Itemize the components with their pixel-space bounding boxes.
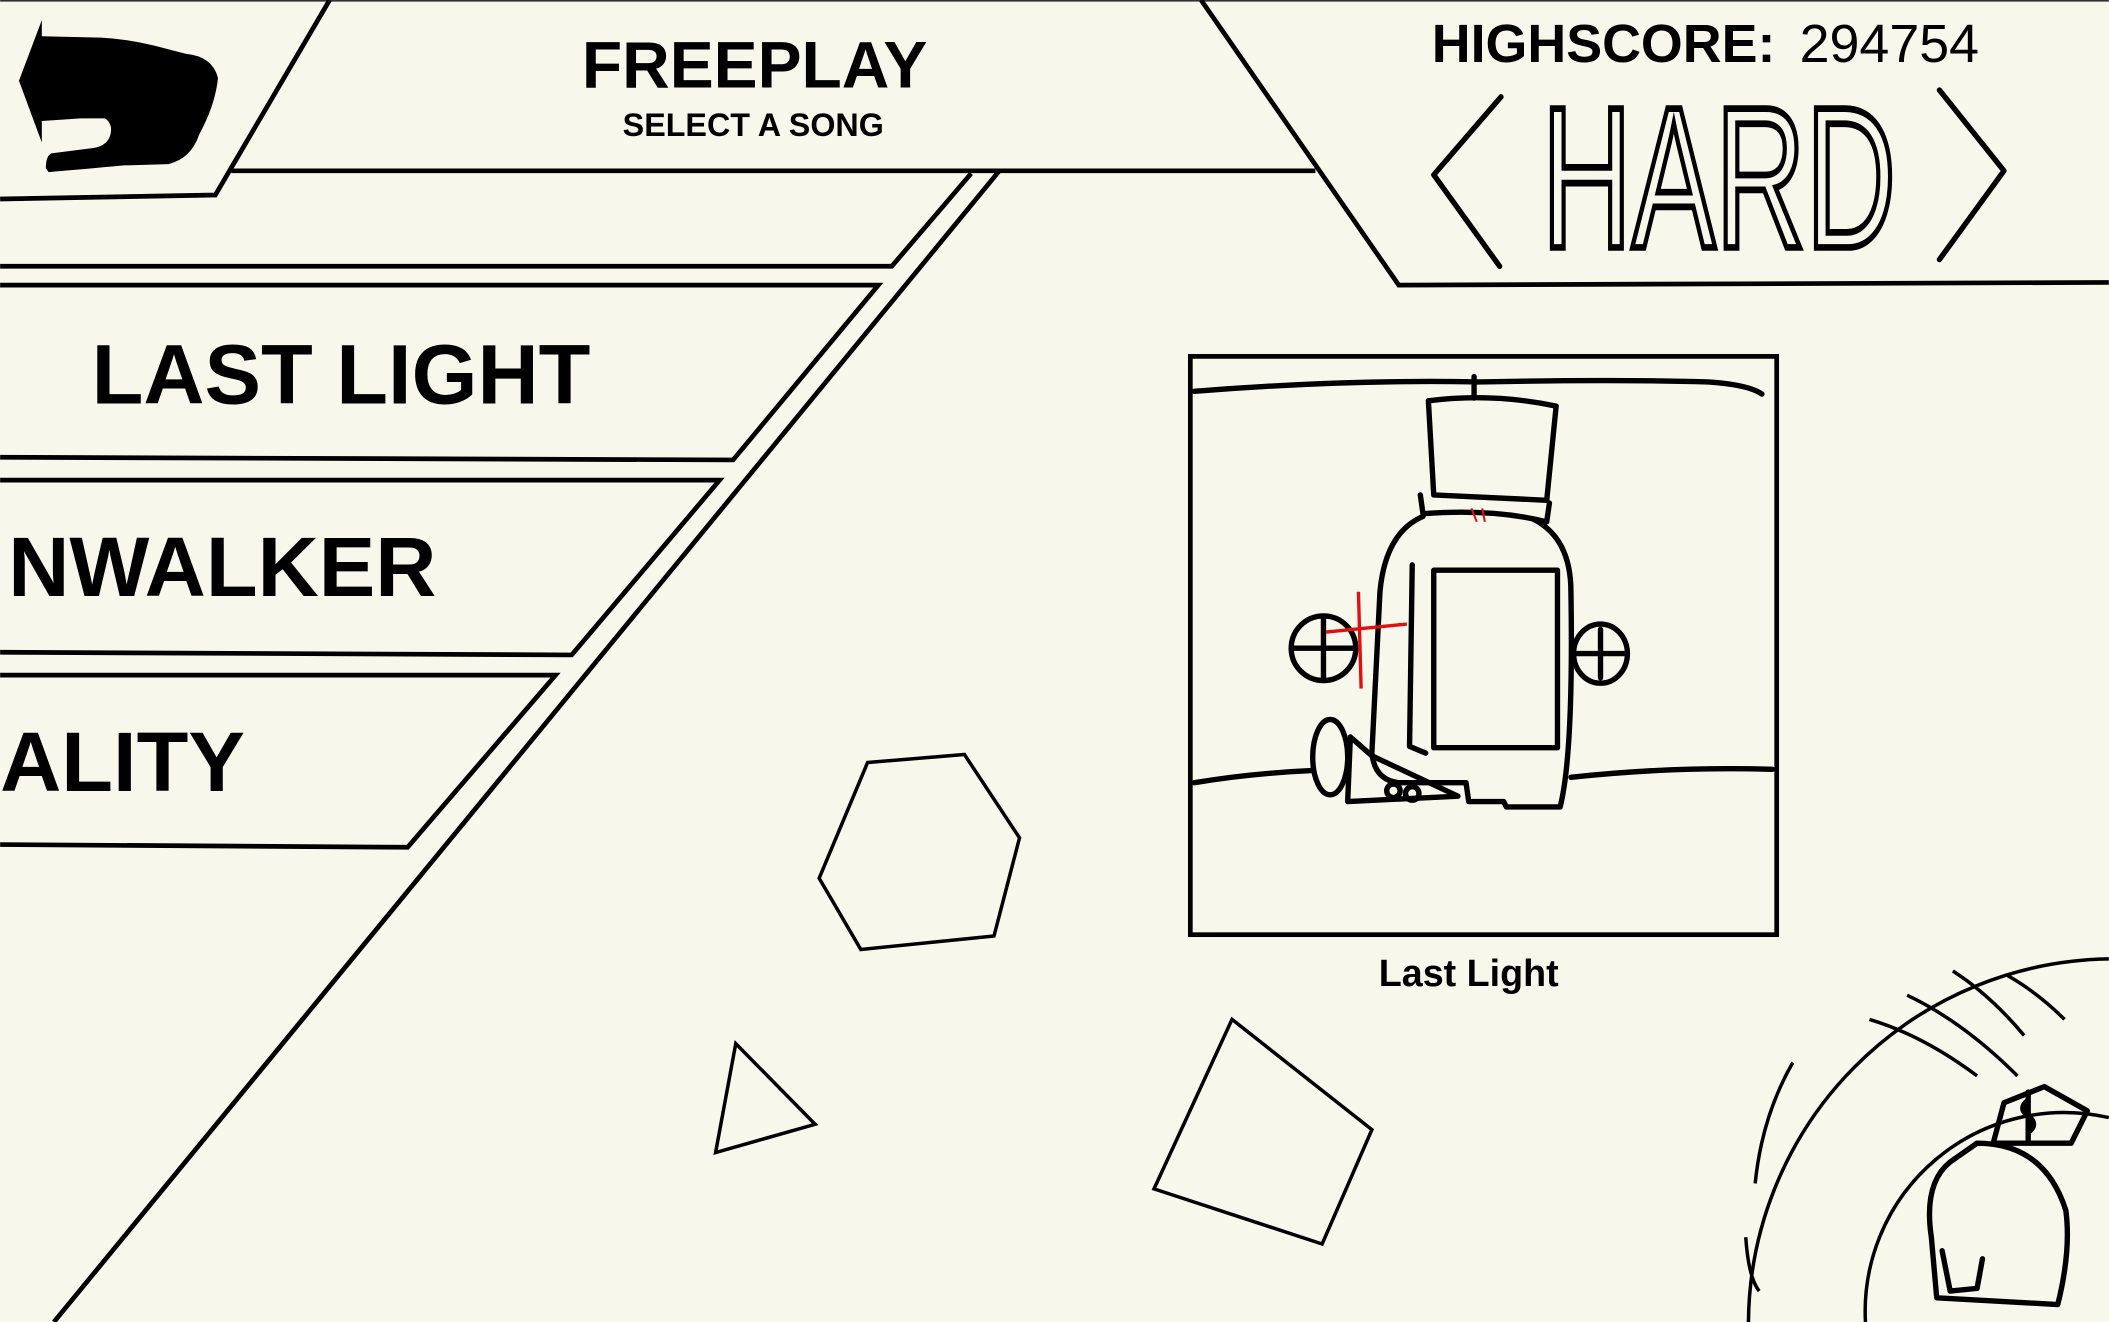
highscore-value: 294754 [1800, 14, 1979, 74]
hexagon-shape [817, 752, 1022, 952]
highscore: HIGHSCORE: 294754 [1432, 14, 1979, 74]
outer-ring-arc [1746, 957, 2109, 1322]
song-item-last-light[interactable]: LAST LIGHT [0, 282, 884, 463]
song-label: NWALKER [8, 519, 436, 614]
strip-divider [0, 171, 973, 269]
mascot-icon [1926, 1083, 2091, 1308]
back-button[interactable] [0, 0, 332, 202]
highscore-label: HIGHSCORE: [1432, 14, 1776, 74]
page-subtitle: SELECT A SONG [623, 107, 884, 143]
header-frame [231, 0, 2109, 288]
long-diagonal [52, 169, 1002, 1322]
song-item[interactable]: ALITY [0, 672, 561, 850]
corner-decoration [1744, 957, 2109, 1322]
album-art [1187, 354, 1780, 938]
back-arrow-icon [18, 20, 218, 173]
inner-ring-arc [1863, 1110, 2109, 1322]
square-shape [1151, 1016, 1375, 1247]
song-item[interactable]: NWALKER [0, 477, 725, 658]
chevron-left-icon[interactable] [1431, 94, 1504, 269]
difficulty-label: HARD [1542, 65, 1896, 291]
character-illustration [1288, 373, 1631, 810]
album-caption: Last Light [1379, 952, 1559, 994]
red-marks [1325, 591, 1408, 689]
page-title: FREEPLAY [582, 27, 927, 101]
song-label: LAST LIGHT [92, 326, 591, 421]
chevron-right-icon[interactable] [1936, 87, 2007, 263]
triangle-shape [713, 1039, 819, 1155]
song-label: ALITY [0, 714, 245, 809]
